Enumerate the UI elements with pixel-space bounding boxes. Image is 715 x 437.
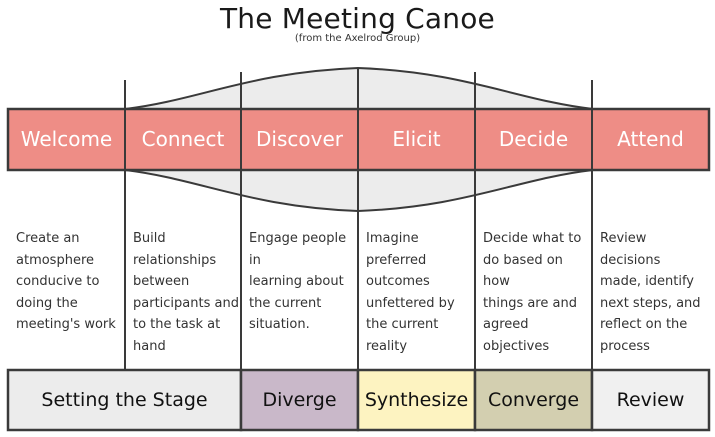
phase-band xyxy=(6,368,711,432)
stage-connect: Connect xyxy=(141,127,225,151)
description-welcome: Create an atmosphere conducive to doing … xyxy=(16,231,116,332)
diagram-title: The Meeting Canoe xyxy=(220,2,495,35)
stage-discover: Discover xyxy=(256,127,343,151)
phase-box-setting-the-stage xyxy=(6,368,243,432)
stage-attend: Attend xyxy=(617,127,684,151)
diagram-subtitle: (from the Axelrod Group) xyxy=(294,33,421,44)
phase-box-diverge xyxy=(239,368,360,432)
stage-decide: Decide xyxy=(498,127,569,151)
phase-box-review xyxy=(590,368,711,432)
description-discover: Engage people in learning about the curr… xyxy=(249,231,347,332)
description-attend: Review decisions made, identify next ste… xyxy=(600,231,701,354)
phase-synthesize: Synthesize xyxy=(364,389,469,411)
phase-diverge: Diverge xyxy=(262,389,337,411)
description-decide: Decide what to do based on how things ar… xyxy=(483,231,582,354)
phase-converge: Converge xyxy=(487,389,580,411)
phase-review: Review xyxy=(616,389,685,411)
phase-box-converge xyxy=(473,368,594,432)
description-connect: Build relationships between participants… xyxy=(133,231,239,354)
description-elicit: Imagine preferred outcomes unfettered by… xyxy=(366,231,455,354)
stage-welcome: Welcome xyxy=(20,127,113,151)
stage-elicit: Elicit xyxy=(392,127,441,151)
phase-setting-the-stage: Setting the Stage xyxy=(41,389,208,411)
phase-box-synthesize xyxy=(356,368,477,432)
